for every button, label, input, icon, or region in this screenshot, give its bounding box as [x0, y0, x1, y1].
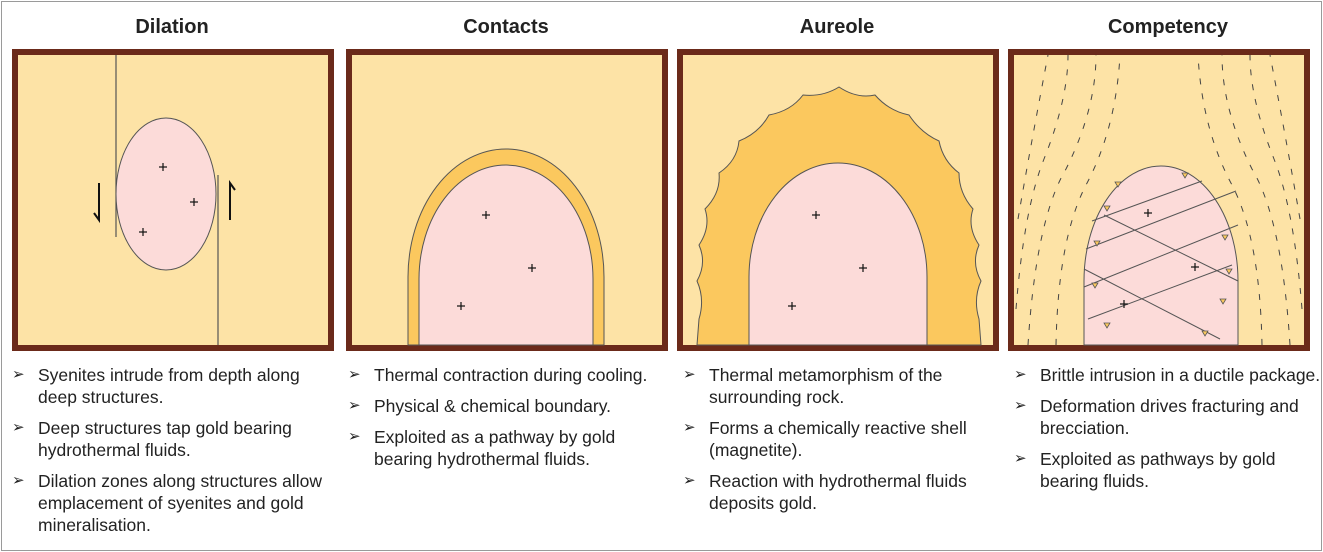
- panel-aureole: Aureole ➢Thermal metamorphism of the sur…: [677, 0, 997, 552]
- panel-competency: Competency: [1008, 0, 1323, 552]
- panel-contacts: Contacts ➢Thermal contraction during coo…: [346, 0, 666, 552]
- bullet-item: ➢Reaction with hydrothermal fluids depos…: [683, 470, 997, 514]
- arrow-bullet-icon: ➢: [348, 364, 361, 386]
- arrow-bullet-icon: ➢: [12, 470, 25, 492]
- dilation-diagram: [12, 49, 334, 351]
- bullet-item: ➢Syenites intrude from depth along deep …: [12, 364, 332, 408]
- bullet-list: ➢Thermal metamorphism of the surrounding…: [683, 364, 997, 523]
- arrow-bullet-icon: ➢: [348, 426, 361, 448]
- bullet-item: ➢Brittle intrusion in a ductile package.: [1014, 364, 1323, 386]
- bullet-item: ➢Physical & chemical boundary.: [348, 395, 666, 417]
- arrow-bullet-icon: ➢: [683, 470, 696, 492]
- arrow-bullet-icon: ➢: [12, 417, 25, 439]
- bullet-list: ➢Thermal contraction during cooling. ➢Ph…: [348, 364, 666, 479]
- bullet-list: ➢Syenites intrude from depth along deep …: [12, 364, 332, 545]
- panel-title: Aureole: [677, 16, 997, 39]
- bullet-item: ➢Forms a chemically reactive shell (magn…: [683, 417, 997, 461]
- panel-title: Contacts: [346, 16, 666, 39]
- competency-diagram: [1008, 49, 1310, 351]
- arrow-bullet-icon: ➢: [683, 364, 696, 386]
- arrow-bullet-icon: ➢: [1014, 364, 1027, 386]
- arrow-bullet-icon: ➢: [683, 417, 696, 439]
- bullet-item: ➢Dilation zones along structures allow e…: [12, 470, 332, 536]
- panel-title: Dilation: [12, 16, 332, 39]
- panel-title: Competency: [1008, 16, 1323, 39]
- bullet-item: ➢Deep structures tap gold bearing hydrot…: [12, 417, 332, 461]
- bullet-item: ➢Exploited as pathways by gold bearing f…: [1014, 448, 1323, 492]
- arrow-bullet-icon: ➢: [1014, 395, 1027, 417]
- bullet-item: ➢Thermal contraction during cooling.: [348, 364, 666, 386]
- contacts-diagram: [346, 49, 668, 351]
- bullet-item: ➢Thermal metamorphism of the surrounding…: [683, 364, 997, 408]
- syenite-intrusion: [116, 118, 216, 270]
- bullet-item: ➢Deformation drives fracturing and brecc…: [1014, 395, 1323, 439]
- aureole-diagram: [677, 49, 999, 351]
- panel-dilation: Dilation ➢Syenites intrude from depth al…: [12, 0, 332, 552]
- arrow-bullet-icon: ➢: [12, 364, 25, 386]
- bullet-item: ➢Exploited as a pathway by gold bearing …: [348, 426, 666, 470]
- arrow-bullet-icon: ➢: [348, 395, 361, 417]
- arrow-bullet-icon: ➢: [1014, 448, 1027, 470]
- bullet-list: ➢Brittle intrusion in a ductile package.…: [1014, 364, 1323, 501]
